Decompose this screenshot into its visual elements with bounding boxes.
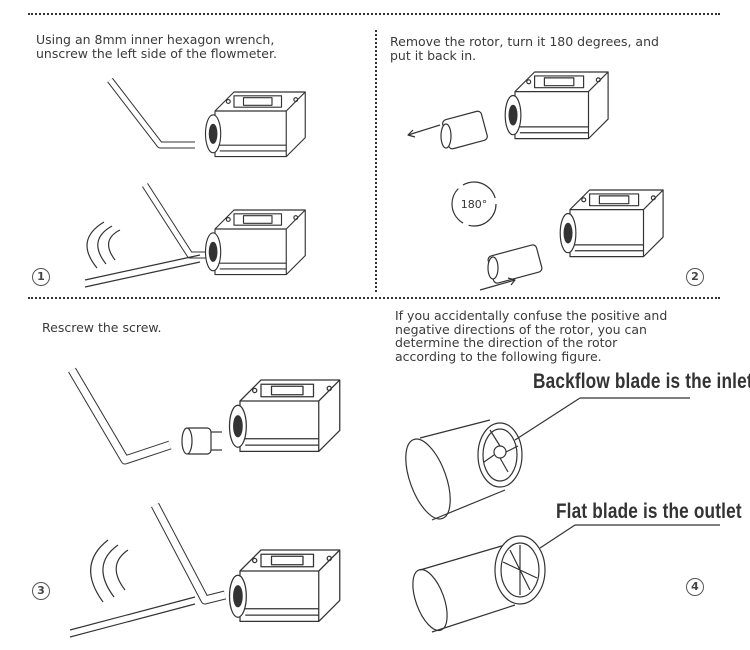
rotor-icon <box>440 110 488 150</box>
rotate-label: 180° <box>461 198 488 211</box>
rotate-180-badge: 180° <box>451 181 497 227</box>
step-number-1: 1 <box>32 268 50 286</box>
flowmeter-icon <box>204 91 306 158</box>
step3-instruction: Rescrew the screw. <box>42 320 162 335</box>
step1-instruction: Using an 8mm inner hexagon wrench, unscr… <box>36 32 277 61</box>
divider-top <box>28 13 720 15</box>
outlet-label: Flat blade is the outlet <box>556 500 742 523</box>
hex-wrench-icon <box>151 502 227 605</box>
hex-wrench-icon <box>142 183 210 259</box>
flowmeter-icon <box>504 71 609 140</box>
divider-vertical-top <box>375 30 377 292</box>
step4-instruction: If you accidentally confuse the positive… <box>395 308 668 364</box>
step-number-3: 3 <box>32 582 50 600</box>
rotor-icon <box>487 244 543 284</box>
arrow-left-icon <box>407 124 441 138</box>
flowmeter-icon <box>228 549 341 623</box>
step2-illustration: 180° <box>407 71 664 291</box>
rotation-arrows-icon <box>90 539 129 603</box>
outlet-rotor-icon <box>412 524 720 633</box>
step2-instruction: Remove the rotor, turn it 180 degrees, a… <box>390 34 659 63</box>
inlet-label: Backflow blade is the inlet <box>533 370 750 393</box>
arrow-right-icon <box>479 277 516 291</box>
step3-illustration <box>68 367 341 638</box>
step-number-2: 2 <box>686 268 704 286</box>
divider-middle <box>28 297 720 299</box>
flowmeter-icon <box>204 209 306 276</box>
flowmeter-icon <box>559 189 664 258</box>
rotation-arrows-icon <box>86 221 121 269</box>
inlet-rotor-icon <box>405 397 690 521</box>
hex-wrench-icon <box>68 367 172 465</box>
screw-icon <box>181 427 222 455</box>
flowmeter-icon <box>228 379 341 453</box>
step1-illustration <box>84 77 306 288</box>
step-number-4: 4 <box>686 578 704 596</box>
hex-wrench-icon <box>107 77 195 149</box>
step4-illustration <box>405 397 720 633</box>
